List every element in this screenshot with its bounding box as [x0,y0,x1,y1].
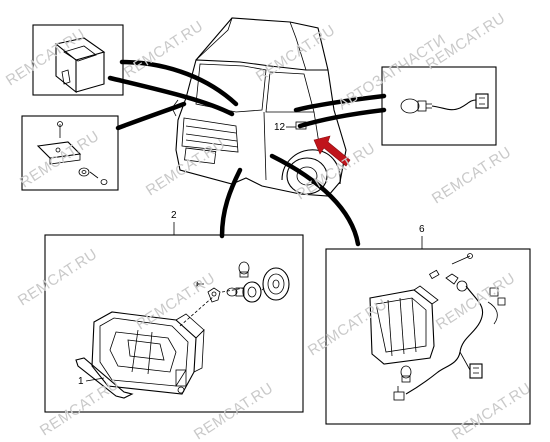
watermark-remcat: REMCAT.RU [429,144,514,208]
watermark-remcat: REMCAT.RU [253,22,338,86]
callout-6: 6 [419,224,425,235]
red-arrow-icon [313,135,351,167]
headlamp-box: 2 1 [44,210,304,413]
inset-bulb-box [381,66,497,146]
callout-2: 2 [171,210,177,221]
watermark-remcat: REMCAT.RU [143,136,228,200]
watermark-remcat: REMCAT.RU [133,270,218,334]
watermark-remcat: REMCAT.RU [433,270,518,334]
watermark-remcat: REMCAT.RU [305,296,390,360]
watermark-remcat: REMCAT.RU [449,380,534,442]
inset-bracket-box [21,115,119,191]
watermark-remcat: REMCAT.RU [121,18,206,82]
watermark-remcat: REMCAT.RU [191,380,276,442]
callout-1: 1 [78,376,84,387]
watermark-remcat: REMCAT.RU [15,246,100,310]
callout-12: 12 [274,122,286,133]
indicator-lamp-box: 6 [325,224,531,425]
inset-switch-box [32,24,124,96]
leader-lines [107,59,387,247]
